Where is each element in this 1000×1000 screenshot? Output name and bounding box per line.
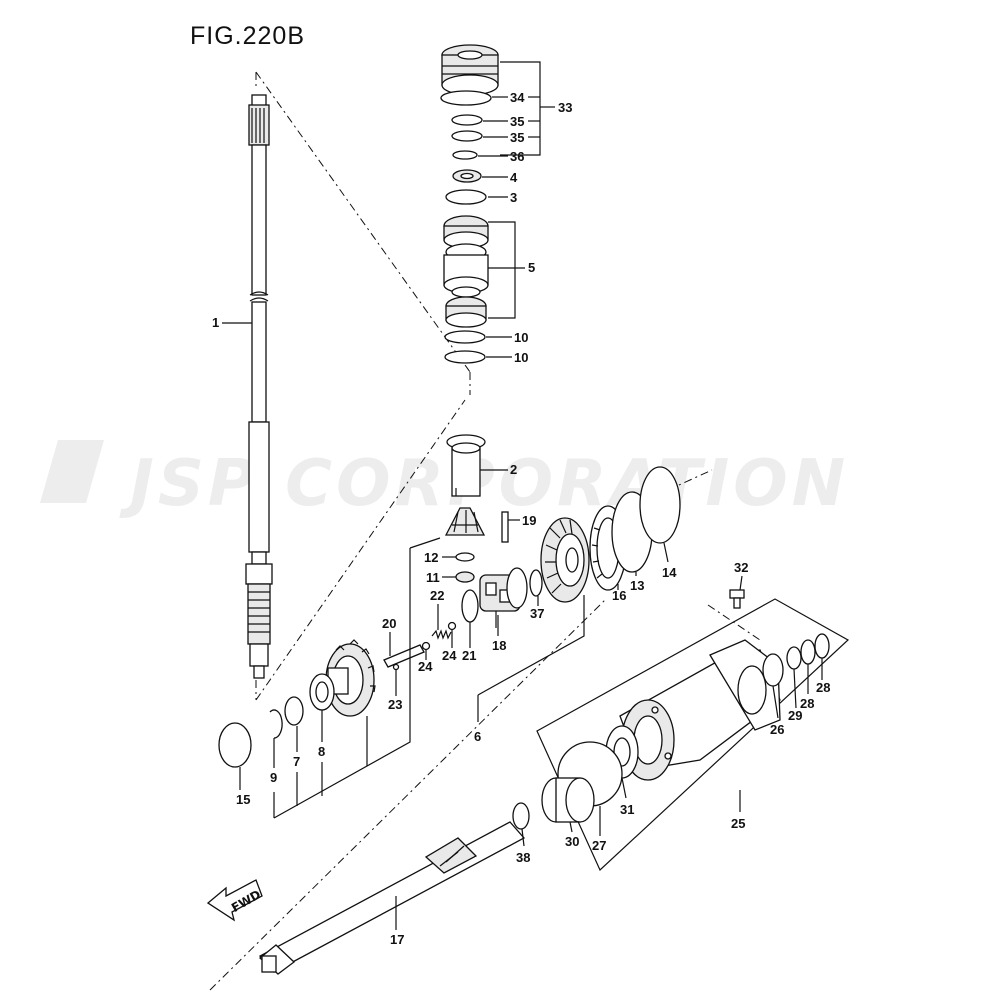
part-7-shim xyxy=(284,696,304,726)
callout-37: 37 xyxy=(530,606,544,621)
part-24-ball-a xyxy=(447,621,457,631)
part-12-washer xyxy=(455,552,475,562)
part-36-clip xyxy=(452,150,478,160)
part-forward-gear xyxy=(540,517,590,603)
callout-3: 3 xyxy=(510,190,517,205)
part-24-ball-b xyxy=(421,641,431,651)
fwd-arrow: FWD xyxy=(206,879,263,922)
callout-11: 11 xyxy=(426,570,440,585)
figure-title: FIG.220B xyxy=(190,22,305,50)
callout-28a: 28 xyxy=(800,696,814,711)
part-5-bearing xyxy=(443,215,489,328)
callout-9: 9 xyxy=(270,770,277,785)
leader-lines xyxy=(222,61,823,930)
callout-2: 2 xyxy=(510,462,517,477)
callout-7: 7 xyxy=(293,754,300,769)
callout-27: 27 xyxy=(592,838,606,853)
part-pinion xyxy=(444,507,486,536)
callout-36: 36 xyxy=(510,149,524,164)
part-30-bushing xyxy=(541,777,595,823)
part-35-seal-a xyxy=(451,114,483,126)
callout-5: 5 xyxy=(528,260,535,275)
part-reverse-gear xyxy=(325,639,376,717)
callout-12: 12 xyxy=(424,550,438,565)
part-18-clutch xyxy=(479,567,528,628)
callout-35b: 35 xyxy=(510,130,524,145)
callout-16: 16 xyxy=(612,588,626,603)
part-32-bolt xyxy=(729,589,745,609)
callout-26: 26 xyxy=(770,722,784,737)
part-34-oring xyxy=(440,90,492,106)
part-38-oring xyxy=(512,802,530,830)
part-9-circlip xyxy=(269,709,283,739)
part-29-seal xyxy=(786,646,802,670)
callout-35a: 35 xyxy=(510,114,524,129)
part-3-washer xyxy=(445,189,487,205)
part-10-shim-a xyxy=(444,330,486,344)
callout-18: 18 xyxy=(492,638,506,653)
callout-25: 25 xyxy=(731,816,745,831)
callout-14: 14 xyxy=(662,565,677,580)
callout-labels: 1 2 3 4 5 6 7 8 9 10 10 11 12 13 14 15 1… xyxy=(212,90,830,947)
part-23-pin xyxy=(392,663,400,671)
part-2-sleeve xyxy=(446,434,486,497)
part-17-propeller-shaft xyxy=(258,821,526,975)
part-20-plunger xyxy=(383,644,425,668)
part-11-nut xyxy=(455,571,475,583)
callout-30: 30 xyxy=(565,834,579,849)
part-21-spring xyxy=(461,589,479,623)
part-4-nut xyxy=(452,169,482,183)
part-28-seal-b xyxy=(814,633,830,659)
callout-19: 19 xyxy=(522,513,536,528)
part-33-cap xyxy=(441,44,499,96)
callout-4: 4 xyxy=(510,170,518,185)
part-37-ring xyxy=(529,569,543,597)
callout-13: 13 xyxy=(630,578,644,593)
part-19-pin xyxy=(501,511,509,543)
callout-21: 21 xyxy=(462,648,476,663)
callout-20: 20 xyxy=(382,616,396,631)
callout-24a: 24 xyxy=(418,659,433,674)
callout-1: 1 xyxy=(212,315,219,330)
callout-8: 8 xyxy=(318,744,325,759)
callout-32: 32 xyxy=(734,560,748,575)
callout-28b: 28 xyxy=(816,680,830,695)
callout-24b: 24 xyxy=(442,648,457,663)
part-35-seal-b xyxy=(451,130,483,142)
callout-17: 17 xyxy=(390,932,404,947)
callout-10a: 10 xyxy=(514,330,528,345)
part-8-bearing xyxy=(309,673,335,711)
part-28-seal-a xyxy=(800,639,816,665)
part-10-shim-b xyxy=(444,350,486,364)
callout-33: 33 xyxy=(558,100,572,115)
part-25-housing xyxy=(536,598,850,872)
part-22-spring xyxy=(431,629,452,640)
callout-10b: 10 xyxy=(514,350,528,365)
guide-lines xyxy=(209,71,761,991)
watermark-text: JSP CORPORATION xyxy=(119,447,849,521)
part-15-shim xyxy=(218,722,252,768)
part-26-bearing xyxy=(762,653,784,687)
callout-31: 31 xyxy=(620,802,634,817)
drive-shaft xyxy=(245,94,273,679)
callout-22: 22 xyxy=(430,588,444,603)
callout-29: 29 xyxy=(788,708,802,723)
callout-6: 6 xyxy=(474,729,481,744)
callout-38: 38 xyxy=(516,850,530,865)
watermark: JSP CORPORATION xyxy=(40,440,849,521)
callout-15: 15 xyxy=(236,792,250,807)
callout-23: 23 xyxy=(388,697,402,712)
part-14-shim xyxy=(639,466,681,544)
callout-34: 34 xyxy=(510,90,525,105)
